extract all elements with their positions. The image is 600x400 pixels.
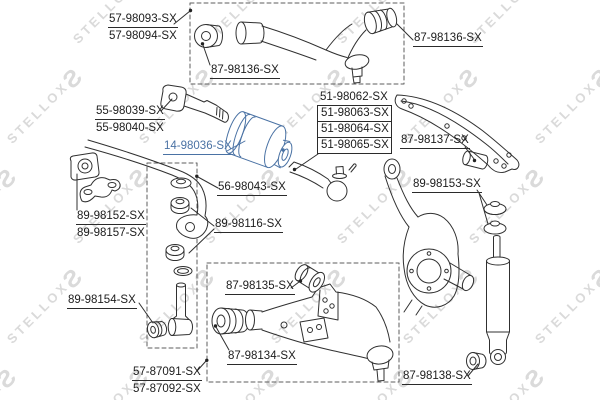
link-mount-bushing-drawing — [146, 321, 168, 339]
part-label-upper-arm[interactable]: 57-98093-SX 57-98094-SX — [108, 13, 178, 43]
part-number[interactable]: 89-98157-SX — [77, 227, 145, 239]
part-label-tie-rod-end-options: 51-98062-SX 51-98063-SX 51-98064-SX 51-9… — [317, 91, 392, 154]
part-number[interactable]: 57-87092-SX — [133, 383, 201, 395]
part-label-stabilizer-bushing[interactable]: 89-98152-SX 89-98157-SX — [76, 210, 146, 240]
part-number[interactable]: 57-87091-SX — [132, 366, 202, 381]
part-number[interactable]: 55-98040-SX — [96, 122, 164, 134]
lower-arm-group-box — [206, 262, 400, 383]
part-label-link-bushings[interactable]: 89-98116-SX — [214, 218, 283, 233]
leader-lines — [76, 8, 489, 377]
part-number[interactable]: 57-98094-SX — [109, 30, 177, 42]
lower-control-arm-drawing — [211, 283, 394, 382]
part-label-lower-arm-front-bushing[interactable]: 87-98135-SX — [225, 280, 295, 295]
part-label-inner-tie-rod[interactable]: 55-98039-SX 55-98040-SX — [95, 105, 165, 135]
part-number[interactable]: 51-98063-SX — [317, 105, 392, 122]
upper-arm-group-box — [189, 2, 405, 85]
stabilizer-bushing-drawing — [69, 152, 100, 181]
inner-tie-rod-drawing — [160, 84, 229, 123]
shock-grommets-drawing — [483, 201, 507, 235]
part-label-bracket-bushing[interactable]: 87-98137-SX — [400, 134, 470, 149]
torsion-bracket-drawing — [394, 94, 520, 173]
shock-bushing-drawing — [466, 352, 487, 370]
part-label-upper-arm-bushing-right[interactable]: 87-98136-SX — [413, 32, 483, 47]
part-number[interactable]: 51-98065-SX — [317, 137, 392, 154]
lower-arm-front-bushing-drawing — [294, 264, 326, 293]
part-label-link-mount-bushing[interactable]: 89-98154-SX — [67, 294, 137, 309]
part-label-lower-arm-rear-bushing[interactable]: 87-98134-SX — [227, 350, 297, 365]
part-label-lower-arm[interactable]: 57-87091-SX 57-87092-SX — [132, 366, 202, 396]
stabilizer-bracket-drawing — [79, 177, 121, 203]
part-number[interactable]: 55-98039-SX — [95, 105, 165, 120]
part-label-upper-arm-bushing-left[interactable]: 87-98136-SX — [210, 64, 280, 79]
part-label-stabilizer-link[interactable]: 56-98043-SX — [217, 181, 287, 196]
stabilizer-bar-drawing — [84, 139, 209, 239]
part-label-shock-grommets[interactable]: 89-98153-SX — [412, 178, 482, 193]
part-number[interactable]: 51-98062-SX — [317, 90, 392, 106]
part-label-highlighted-bushing[interactable]: 14-98036-SX — [163, 140, 233, 155]
tie-rod-end-drawing — [288, 161, 357, 202]
dashed-boxes — [146, 2, 405, 383]
part-number[interactable]: 57-98093-SX — [108, 13, 178, 28]
upper-control-arm-drawing — [194, 7, 398, 84]
stabilizer-link-group-box — [146, 162, 198, 349]
stabilizer-link-drawing — [165, 177, 194, 336]
bracket-bushing-drawing — [462, 150, 489, 170]
shock-absorber-drawing — [486, 235, 510, 365]
highlighted-bushing-drawing — [225, 111, 293, 169]
part-number[interactable]: 51-98064-SX — [317, 121, 392, 138]
part-number[interactable]: 89-98152-SX — [76, 210, 146, 225]
part-label-shock-bushing[interactable]: 87-98138-SX — [402, 370, 472, 385]
steering-knuckle-drawing — [383, 158, 475, 316]
